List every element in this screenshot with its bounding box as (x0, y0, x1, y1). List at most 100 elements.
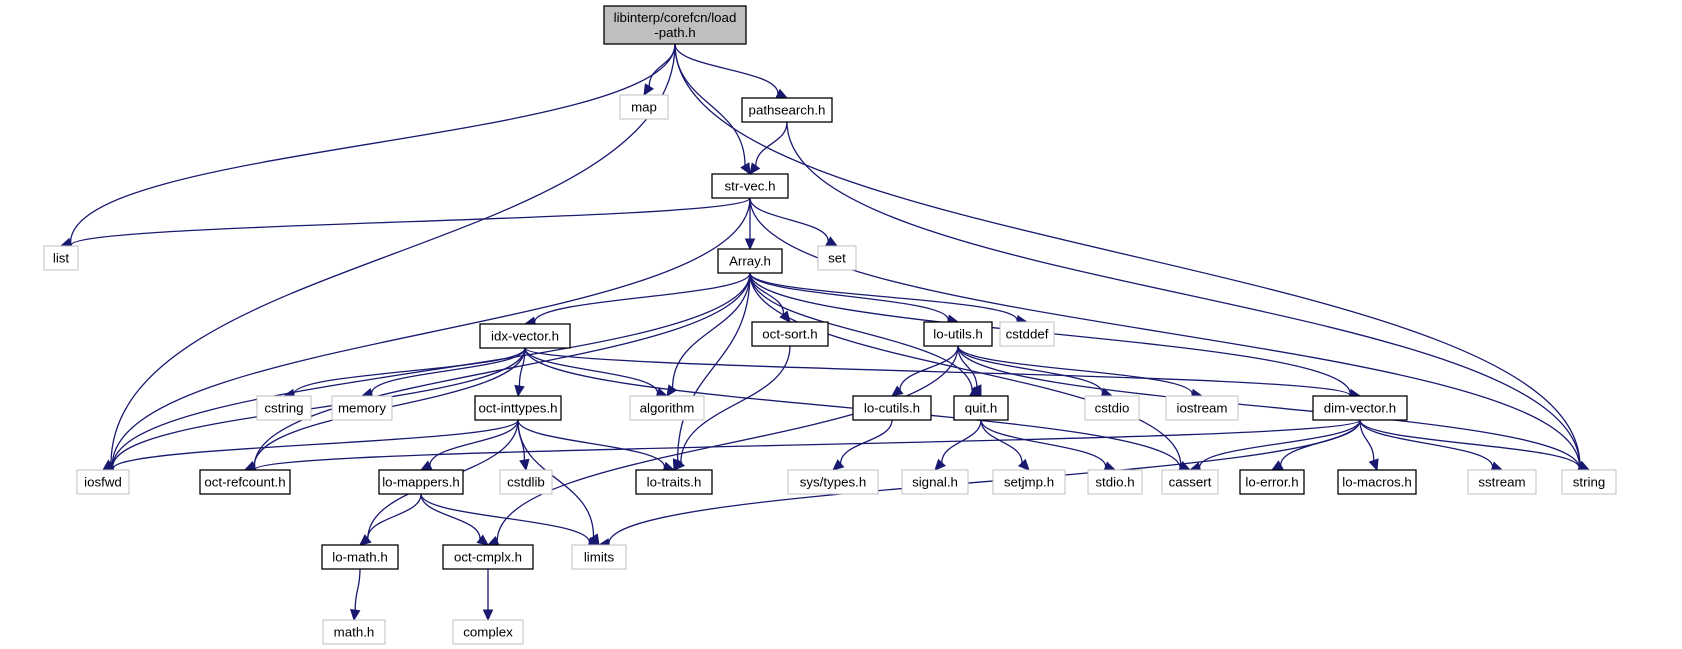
node-octsort[interactable]: oct-sort.h (751, 321, 829, 347)
edge-root-to-strvec (674, 43, 746, 166)
node-box (901, 469, 969, 495)
node-lomacros[interactable]: lo-macros.h (1337, 469, 1417, 495)
edge-pathsearch-to-string (786, 121, 1581, 467)
node-label: pathsearch.h (749, 103, 826, 118)
arrowhead-icon (1368, 458, 1379, 472)
node-label: cstdlib (507, 475, 545, 490)
node-quit[interactable]: quit.h (953, 395, 1009, 421)
edge-array-to-lotraits (676, 272, 751, 461)
node-box (571, 544, 627, 570)
node-lotraits[interactable]: lo-traits.h (635, 469, 713, 495)
edge-root-to-string (674, 43, 1581, 466)
edge-dimvector-to-cassert (1198, 419, 1361, 468)
node-box (442, 544, 534, 570)
node-box (1239, 469, 1305, 495)
node-lomappers[interactable]: lo-mappers.h (378, 469, 464, 495)
node-cstdlib: cstdlib (499, 469, 553, 495)
node-label: lo-macros.h (1342, 475, 1411, 490)
edge-idxvector-to-cstring (293, 347, 526, 395)
node-box (619, 94, 669, 120)
node-loerror[interactable]: lo-error.h (1239, 469, 1305, 495)
node-box (635, 469, 713, 495)
node-label: oct-inttypes.h (478, 401, 557, 416)
node-map: map (619, 94, 669, 120)
node-box (474, 395, 562, 421)
node-box (1312, 395, 1408, 421)
node-lomath[interactable]: lo-math.h (321, 544, 399, 570)
node-box (321, 544, 399, 570)
node-cstring: cstring (256, 395, 312, 421)
node-label: oct-refcount.h (204, 475, 285, 490)
arrowhead-icon (666, 384, 678, 398)
arrowhead-icon (971, 384, 982, 398)
node-label: string (1573, 475, 1606, 490)
node-iostream: iostream (1165, 395, 1239, 421)
node-dimvector[interactable]: dim-vector.h (1312, 395, 1408, 421)
arrowhead-icon (643, 83, 654, 97)
node-locutils[interactable]: lo-cutils.h (852, 395, 932, 421)
node-label: sys/types.h (800, 475, 867, 490)
node-box (1467, 469, 1537, 495)
node-memory: memory (331, 395, 393, 421)
node-octrefcount[interactable]: oct-refcount.h (199, 469, 291, 495)
arrowhead-icon (359, 534, 372, 546)
node-octinttypes[interactable]: oct-inttypes.h (474, 395, 562, 421)
edge-idxvector-to-iosfwd (111, 347, 526, 468)
node-box (817, 245, 857, 271)
node-label: Array.h (729, 254, 771, 269)
arrowhead-icon (514, 384, 525, 398)
edge-strvec-to-string (749, 197, 1581, 467)
node-label: cstdio (1095, 401, 1130, 416)
edge-array-to-cstddef (749, 272, 1018, 321)
node-box (378, 469, 464, 495)
node-box (992, 469, 1066, 495)
node-algorithm: algorithm (629, 395, 705, 421)
edge-lomappers-to-lomath (367, 493, 422, 539)
node-label: dim-vector.h (1324, 401, 1396, 416)
node-label: oct-cmplx.h (454, 550, 522, 565)
arrowhead-icon (482, 609, 494, 622)
arrowhead-icon (349, 608, 361, 622)
arrowhead-icon (934, 458, 946, 471)
node-label: lo-traits.h (647, 475, 702, 490)
node-idxvector[interactable]: idx-vector.h (479, 323, 571, 349)
edge-dimvector-to-octrefcount (254, 419, 1361, 471)
node-box (1161, 469, 1219, 495)
nodes-layer: libinterp/corefcn/load-path.h map pathsear… (43, 5, 1617, 645)
node-box (751, 321, 829, 347)
node-pathsearch[interactable]: pathsearch.h (741, 97, 833, 123)
node-label: cstring (264, 401, 303, 416)
node-box (1165, 395, 1239, 421)
node-cstddef: cstddef (999, 321, 1055, 347)
edge-octinttypes-to-lomappers (429, 419, 519, 466)
edge-dimvector-to-sstream (1359, 419, 1494, 467)
node-box (923, 321, 993, 347)
edge-quit-to-setjmp (980, 419, 1023, 463)
arrowhead-icon (832, 459, 845, 471)
node-box (499, 469, 553, 495)
node-octcmplx[interactable]: oct-cmplx.h (442, 544, 534, 570)
edge-array-to-idxvector (534, 272, 751, 323)
node-box (452, 619, 524, 645)
node-cstdio: cstdio (1084, 395, 1140, 421)
edge-strvec-to-iosfwd (111, 197, 751, 467)
node-box (741, 97, 833, 123)
node-strvec[interactable]: str-vec.h (711, 173, 789, 199)
node-label: stdio.h (1095, 475, 1134, 490)
node-box (711, 173, 789, 199)
node-label: libinterp/corefcn/load (614, 10, 737, 25)
edge-strvec-to-set (749, 197, 829, 242)
edge-octsort-to-lotraits (680, 345, 791, 463)
node-cassert: cassert (1161, 469, 1219, 495)
node-label: lo-utils.h (933, 327, 983, 342)
node-loutils[interactable]: lo-utils.h (923, 321, 993, 347)
arrowhead-icon (1103, 461, 1117, 472)
edge-root-to-iosfwd (110, 43, 676, 465)
edge-locutils-to-systypes (839, 419, 893, 464)
node-array[interactable]: Array.h (717, 248, 783, 274)
node-list: list (43, 245, 79, 271)
node-box (322, 619, 386, 645)
node-root[interactable]: libinterp/corefcn/load-path.h (603, 5, 747, 45)
node-box (479, 323, 571, 349)
node-box (256, 395, 312, 421)
